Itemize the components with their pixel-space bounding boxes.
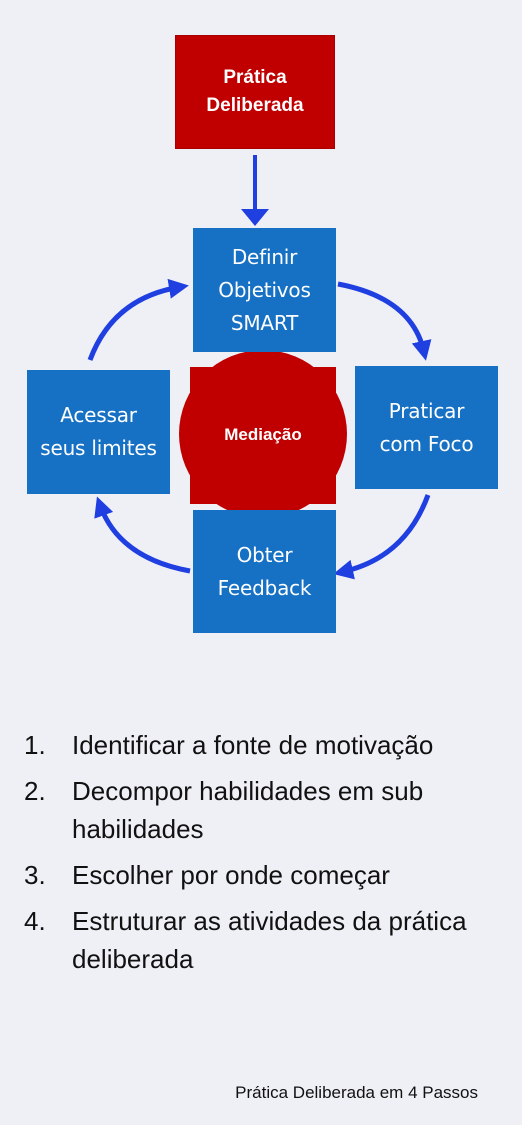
arrow-left-to-top	[87, 278, 189, 361]
mediacao-label: Mediação	[224, 425, 302, 444]
caption: Prática Deliberada em 4 Passos	[235, 1083, 478, 1102]
praticar-com-foco-label: Praticar com Foco	[379, 398, 474, 456]
obter-feedback-label: Obter Feedback	[217, 542, 312, 600]
list-item: 2. Decompor habilidades em sub habilidad…	[24, 772, 504, 848]
diagram-canvas	[87, 155, 432, 580]
mediation-circle	[179, 350, 347, 518]
step-text: Decompor habilidades em sub habilidades	[72, 776, 424, 844]
arrow-right-to-bottom	[333, 494, 431, 580]
acessar-limites-label: Acessar seus limites	[40, 403, 157, 460]
obter-feedback-box: Obter Feedback	[193, 510, 336, 633]
step-text: Estruturar as atividades da prática deli…	[72, 906, 467, 974]
down-arrow-head	[241, 209, 269, 226]
list-item: 3. Escolher por onde começar	[24, 856, 504, 894]
list-item: 1. Identificar a fonte de motivação	[24, 726, 504, 764]
step-number: 1.	[24, 730, 46, 760]
arrow-top-to-right	[337, 281, 432, 361]
step-text: Escolher por onde começar	[72, 860, 390, 890]
list-item: 4. Estruturar as atividades da prática d…	[24, 902, 504, 978]
acessar-limites-box: Acessar seus limites	[27, 370, 170, 494]
step-number: 2.	[24, 776, 46, 806]
praticar-com-foco-box: Praticar com Foco	[355, 366, 498, 489]
definir-objetivos-label: Definir Objetivos SMART	[218, 244, 311, 335]
pratica-deliberada-label: Prática Deliberada	[206, 67, 304, 116]
step-number: 3.	[24, 860, 46, 890]
definir-objetivos-box: Definir Objetivos SMART	[193, 228, 336, 352]
step-text: Identificar a fonte de motivação	[72, 730, 434, 760]
step-number: 4.	[24, 906, 46, 936]
arrow-bottom-to-left	[94, 496, 191, 574]
pratica-deliberada-box: Prática Deliberada	[175, 35, 335, 149]
steps-list: 1. Identificar a fonte de motivação 2. D…	[24, 726, 504, 986]
